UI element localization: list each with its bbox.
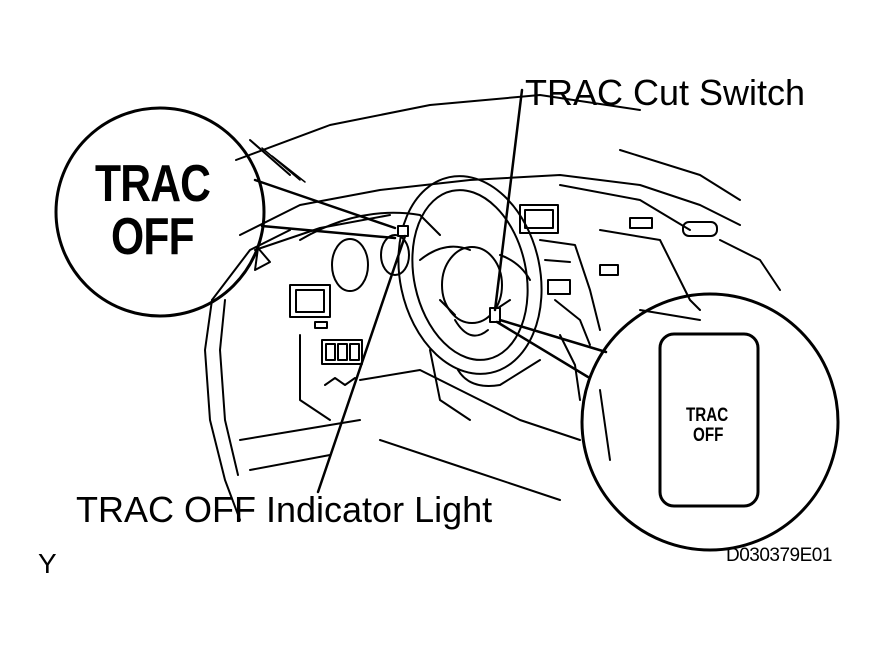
floor-lines	[239, 369, 611, 501]
right-dashboard	[629, 217, 781, 321]
indicator-magnifier	[54, 106, 266, 318]
corner-mark: Y	[38, 548, 57, 579]
windshield-frame	[235, 94, 741, 201]
trac-cut-switch-button	[658, 332, 760, 508]
figure-code: D030379E01	[726, 545, 832, 566]
indicator-magnifier-leaders	[253, 178, 397, 240]
left-door-side	[204, 229, 291, 521]
switch-button-text-line1: TRAC	[686, 405, 729, 426]
indicator-label-leader	[316, 234, 407, 494]
indicator-light-spot	[397, 225, 409, 237]
switch-magnifier-leaders	[495, 318, 608, 379]
switch-magnifier	[580, 292, 840, 552]
switch-button-text-line2: OFF	[693, 425, 724, 446]
switch-label-leader	[493, 88, 524, 312]
trac-off-indicator-label: TRAC OFF Indicator Light	[76, 489, 493, 530]
steering-wheel	[397, 175, 543, 421]
left-switch-panel	[299, 334, 363, 421]
trac-cut-switch-label: TRAC Cut Switch	[525, 72, 806, 113]
center-console	[519, 204, 701, 401]
indicator-callout-line1: TRAC	[95, 155, 211, 213]
indicator-callout-line2: OFF	[111, 208, 195, 266]
